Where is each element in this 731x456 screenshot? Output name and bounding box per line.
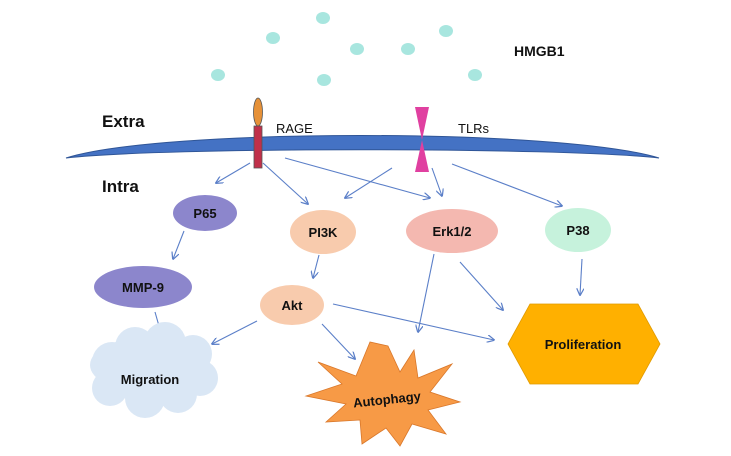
p65-node	[173, 195, 237, 231]
rage-receptor	[253, 97, 263, 169]
arrow-tlr-to-erk	[431, 167, 442, 196]
proliferation-hexagon	[507, 303, 661, 385]
p38-label: P38	[566, 223, 589, 238]
akt-node	[260, 285, 324, 325]
arrow-erk-to-proliferation	[459, 261, 503, 310]
akt-label: Akt	[282, 298, 304, 313]
arrows	[154, 157, 582, 359]
migration-cloud	[90, 322, 218, 418]
arrow-p65-to-mmp9	[173, 230, 185, 259]
arrow-tlr-to-pi3k	[345, 167, 393, 198]
tlrs-label: TLRs	[458, 121, 490, 136]
autophagy-label: Autophagy	[352, 388, 422, 410]
pi3k-node	[290, 210, 356, 254]
autophagy-burst	[304, 341, 462, 447]
arrow-pi3k-to-akt	[313, 254, 320, 278]
hmgb1-molecules	[211, 12, 482, 86]
migration-label: Migration	[121, 372, 180, 387]
hmgb1-dot	[316, 12, 330, 24]
rage-stem	[253, 125, 263, 169]
arrow-erk-to-autophagy	[418, 253, 435, 332]
hmgb1-dot	[266, 32, 280, 44]
extra-label: Extra	[102, 112, 145, 131]
arrow-rage-to-p65	[216, 162, 251, 183]
cell-membrane	[65, 135, 660, 159]
hmgb1-dot	[439, 25, 453, 37]
hmgb1-dot	[211, 69, 225, 81]
cloud-lobe	[125, 378, 165, 418]
mmp9-label: MMP-9	[122, 280, 164, 295]
arrow-rage-to-erk	[284, 157, 430, 198]
intra-label: Intra	[102, 177, 139, 196]
arrow-akt-to-autophagy	[321, 323, 355, 359]
arrow-akt-to-proliferation	[332, 303, 494, 340]
hmgb1-dot	[317, 74, 331, 86]
pi3k-label: PI3K	[309, 225, 339, 240]
arrow-rage-to-pi3k	[262, 162, 308, 204]
hmgb1-dot	[401, 43, 415, 55]
arrow-tlr-to-p38	[451, 163, 562, 206]
hmgb1-dot	[350, 43, 364, 55]
hmgb1-dot	[468, 69, 482, 81]
arrow-akt-to-migration	[212, 320, 258, 344]
erk-node	[406, 209, 498, 253]
tlr-lower	[415, 140, 429, 172]
mmp9-node	[94, 266, 192, 308]
hmgb1-label: HMGB1	[514, 43, 565, 59]
rage-head	[253, 97, 263, 127]
rage-label: RAGE	[276, 121, 313, 136]
arrow-p38-to-proliferation	[580, 258, 582, 295]
cloud-lobe	[159, 375, 197, 413]
erk-label: Erk1/2	[432, 224, 471, 239]
cloud-lobe	[92, 370, 128, 406]
tlr-receptor	[415, 107, 429, 172]
p65-label: P65	[193, 206, 216, 221]
tlr-upper	[415, 107, 429, 140]
p38-node	[545, 208, 611, 252]
proliferation-label: Proliferation	[545, 337, 622, 352]
